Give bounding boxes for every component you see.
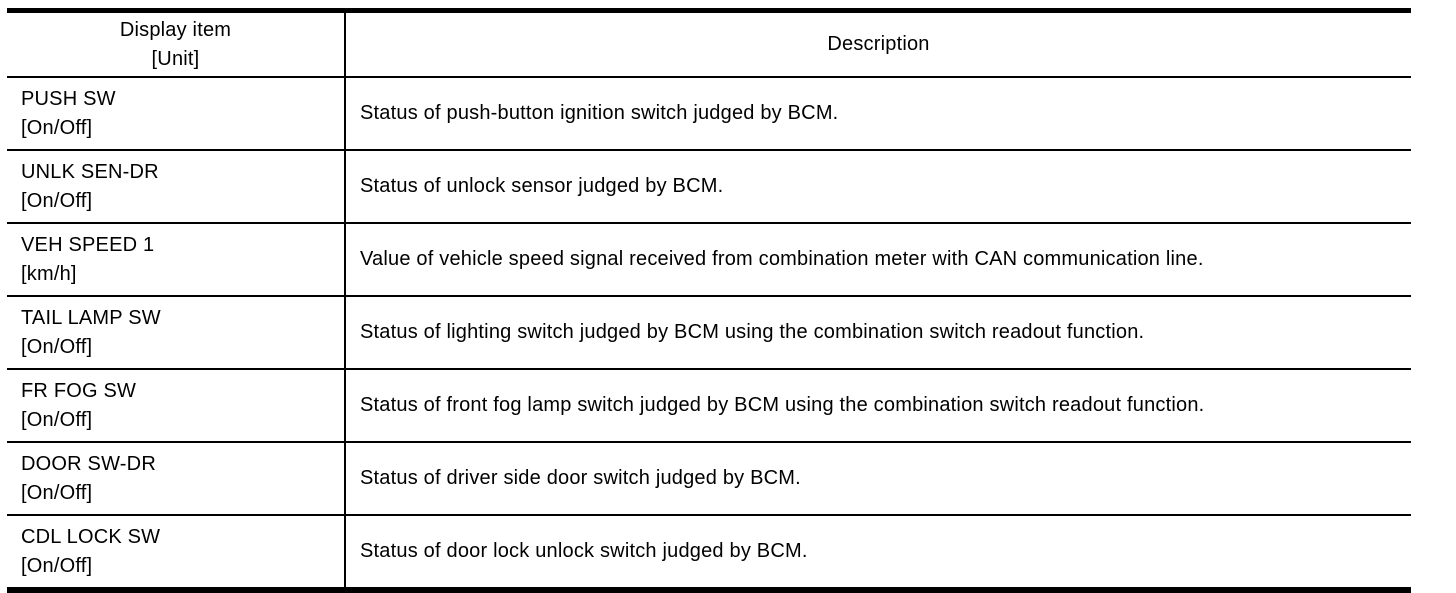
- display-item-unit: [On/Off]: [21, 116, 93, 139]
- description-cell: Status of driver side door switch judged…: [345, 442, 1411, 516]
- display-item-name: TAIL LAMP SW: [21, 306, 161, 329]
- table-row: UNLK SEN-DR [On/Off] Status of unlock se…: [7, 150, 1411, 224]
- table-row: PUSH SW [On/Off] Status of push-button i…: [7, 77, 1411, 151]
- description-cell: Status of lighting switch judged by BCM …: [345, 296, 1411, 370]
- display-item-cell: TAIL LAMP SW [On/Off]: [7, 296, 346, 370]
- description-cell: Status of unlock sensor judged by BCM.: [345, 150, 1411, 224]
- display-item-name: CDL LOCK SW: [21, 525, 161, 548]
- display-item-name: VEH SPEED 1: [21, 233, 155, 256]
- description-header-title: Description: [827, 33, 930, 55]
- display-item-unit: [On/Off]: [21, 481, 93, 504]
- display-item-cell: PUSH SW [On/Off]: [7, 77, 346, 151]
- table-row: CDL LOCK SW [On/Off] Status of door lock…: [7, 515, 1411, 590]
- description-cell: Status of push-button ignition switch ju…: [345, 77, 1411, 151]
- display-item-name: UNLK SEN-DR: [21, 160, 159, 183]
- display-item-cell: DOOR SW-DR [On/Off]: [7, 442, 346, 516]
- table-header-row: Display item [Unit] Description: [7, 10, 1411, 78]
- display-item-unit: [On/Off]: [21, 554, 93, 577]
- display-item-header-title: Display item: [119, 18, 232, 41]
- display-item-name: PUSH SW: [21, 87, 116, 110]
- description-cell: Value of vehicle speed signal received f…: [345, 223, 1411, 297]
- display-item-header: Display item [Unit]: [7, 10, 346, 78]
- display-item-cell: UNLK SEN-DR [On/Off]: [7, 150, 346, 224]
- display-item-name: FR FOG SW: [21, 379, 137, 402]
- display-item-header-unit: [Unit]: [151, 47, 200, 70]
- display-item-cell: FR FOG SW [On/Off]: [7, 369, 346, 443]
- table-row: VEH SPEED 1 [km/h] Value of vehicle spee…: [7, 223, 1411, 297]
- display-item-unit: [km/h]: [21, 262, 77, 285]
- display-item-cell: VEH SPEED 1 [km/h]: [7, 223, 346, 297]
- display-item-name: DOOR SW-DR: [21, 452, 156, 475]
- description-cell: Status of door lock unlock switch judged…: [360, 540, 808, 562]
- table-row: DOOR SW-DR [On/Off] Status of driver sid…: [7, 442, 1411, 516]
- table-row: FR FOG SW [On/Off] Status of front fog l…: [7, 369, 1411, 443]
- display-item-unit: [On/Off]: [21, 408, 93, 431]
- display-item-unit: [On/Off]: [21, 335, 93, 358]
- display-item-cell: CDL LOCK SW [On/Off]: [7, 515, 346, 590]
- table-row: TAIL LAMP SW [On/Off] Status of lighting…: [7, 296, 1411, 370]
- description-header: Description: [345, 10, 1411, 78]
- description-cell: Status of front fog lamp switch judged b…: [345, 369, 1411, 443]
- data-monitor-table: Display item [Unit] Description PUSH SW …: [7, 8, 1411, 593]
- display-item-unit: [On/Off]: [21, 189, 93, 212]
